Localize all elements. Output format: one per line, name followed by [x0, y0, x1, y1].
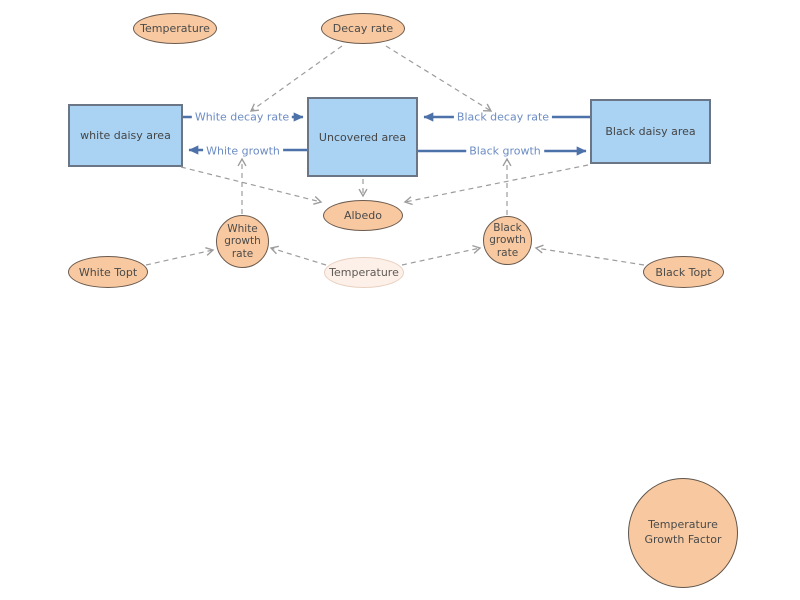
link-temperature-to-white-growth-rate[interactable] [269, 245, 327, 266]
variable-black-growth-rate-label: Black growth rate [489, 221, 526, 259]
variable-white-topt[interactable]: White Topt [68, 256, 148, 288]
stock-uncovered-area[interactable]: Uncovered area [307, 97, 418, 177]
flow-label-white-growth[interactable]: White growth [203, 144, 283, 158]
variable-white-growth-rate[interactable]: White growth rate [216, 215, 269, 268]
variable-temperature-top-label: Temperature [140, 22, 210, 35]
link-black-daisy-area-to-albedo[interactable] [403, 164, 589, 206]
stock-white-daisy-area[interactable]: white daisy area [68, 104, 183, 167]
flow-label-white-decay-rate[interactable]: White decay rate [191, 110, 293, 124]
variable-black-growth-rate[interactable]: Black growth rate [483, 216, 532, 265]
flow-label-black-decay-rate[interactable]: Black decay rate [453, 110, 553, 124]
variable-temperature-top[interactable]: Temperature [133, 13, 217, 44]
link-white-daisy-area-to-albedo[interactable] [180, 166, 323, 205]
flow-label-black-growth[interactable]: Black growth [466, 144, 544, 158]
variable-white-growth-rate-label: White growth rate [224, 222, 261, 260]
link-black-topt-to-black-growth-rate[interactable] [534, 244, 645, 266]
link-temperature-to-black-growth-rate[interactable] [401, 244, 482, 266]
variable-decay-rate-label: Decay rate [332, 22, 394, 35]
variable-decay-rate[interactable]: Decay rate [321, 13, 405, 44]
variable-albedo-label: Albedo [343, 209, 383, 222]
variable-temperature-growth-factor[interactable]: Temperature Growth Factor [628, 478, 738, 588]
variable-black-topt-label: Black Topt [655, 265, 712, 279]
stock-black-daisy-area-label: Black daisy area [605, 125, 696, 138]
variable-black-topt[interactable]: Black Topt [643, 256, 724, 288]
variable-temperature-growth-factor-label: Temperature Growth Factor [644, 518, 722, 546]
link-white-topt-to-white-growth-rate[interactable] [145, 247, 215, 266]
variable-white-topt-label: White Topt [78, 265, 138, 279]
stock-uncovered-area-label: Uncovered area [318, 130, 407, 144]
variable-albedo[interactable]: Albedo [323, 200, 403, 231]
stock-black-daisy-area[interactable]: Black daisy area [590, 99, 711, 164]
stock-white-daisy-area-label: white daisy area [80, 129, 171, 142]
variable-temperature-ghost-label: Temperature [329, 266, 399, 279]
variable-temperature-ghost[interactable]: Temperature [324, 257, 404, 288]
